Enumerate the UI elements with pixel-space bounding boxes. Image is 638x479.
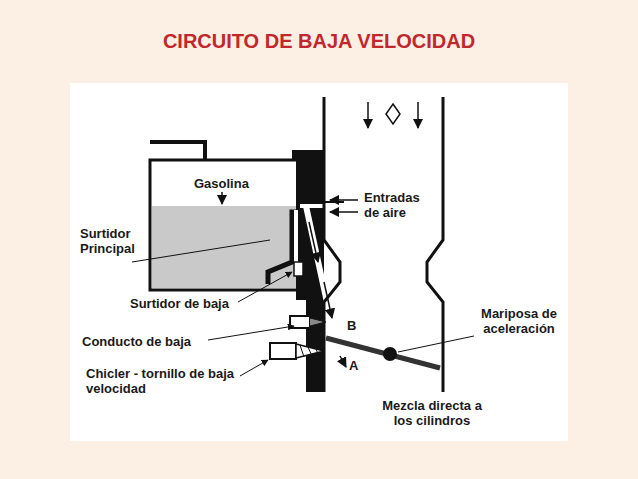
point-letter: A: [349, 358, 358, 373]
bowl-lid: [150, 142, 205, 160]
main-jet-channel: [296, 206, 344, 262]
part-label: Entradas de aire: [364, 190, 436, 220]
part-label: Surtidor Principal: [80, 226, 146, 256]
part-label: Surtidor de baja: [130, 296, 229, 311]
body-top: [292, 150, 300, 160]
leader-line: [132, 240, 270, 262]
air-inlet-arrow: [330, 199, 358, 201]
air-inlet-arrow: [330, 211, 358, 213]
title: CIRCUITO DE BAJA VELOCIDAD: [0, 30, 638, 53]
throttle-plate: [326, 338, 440, 368]
idle-screw-needle: [296, 344, 324, 358]
throttle-shaft: [383, 347, 397, 361]
part-label: Mezcla directa a los cilindros: [372, 398, 492, 428]
fuel-label: Gasolina: [194, 176, 249, 191]
flow-arrow: [309, 222, 318, 262]
low-jet: [294, 262, 303, 276]
choke-symbol: [386, 104, 400, 124]
air-arrow: [367, 102, 369, 128]
leader-line: [238, 272, 292, 302]
part-label: Conducto de baja: [82, 334, 191, 349]
idle-screw: [270, 343, 296, 359]
part-label: Chicler - tornillo de baja velocidad: [86, 366, 236, 396]
leader-line: [398, 336, 474, 352]
air-arrow: [417, 102, 419, 128]
part-label: Mariposa de aceleración: [476, 306, 562, 336]
mixture-arrow: [340, 356, 346, 367]
leader-line: [208, 326, 294, 340]
point-letter: B: [347, 318, 356, 333]
tube-right-wall: [427, 97, 443, 392]
tube-left-wall: [324, 97, 340, 392]
fuel-arrow: [221, 192, 223, 204]
leader-line: [240, 360, 268, 376]
screw-thread: [300, 345, 318, 357]
